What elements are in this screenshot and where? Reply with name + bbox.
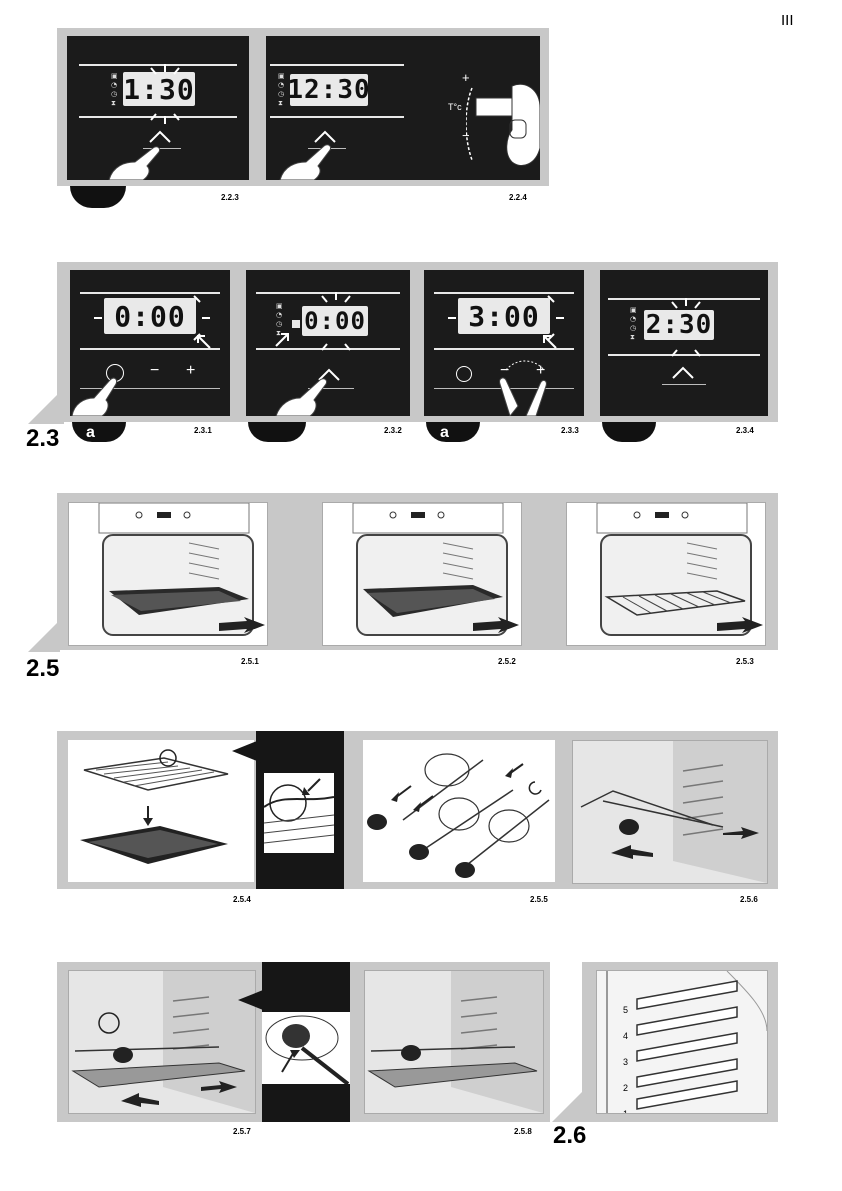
- section-number-2-3: 2.3: [26, 425, 59, 453]
- caption-2-3-4: 2.3.4: [736, 426, 754, 435]
- shelf-level-4: 4: [623, 1023, 628, 1049]
- pointer-arrow-icon: [274, 330, 292, 348]
- caption-2-3-3: 2.3.3: [561, 426, 579, 435]
- finger-icon: [274, 376, 338, 416]
- detail-zoom: [262, 1012, 350, 1084]
- figure-2-3-2: ▣◔◷⧗ 0:00: [246, 270, 410, 416]
- blink-rays-icon: [94, 292, 210, 346]
- lcd-display: 12:30: [290, 74, 368, 106]
- mode-icons: ▣◔◷⧗: [630, 306, 637, 342]
- plus-button[interactable]: +: [186, 362, 195, 380]
- up-arrow-icon[interactable]: [670, 364, 696, 380]
- caption-2-2-4: 2.2.4: [509, 193, 527, 202]
- rim-detail-illustration: [264, 773, 334, 853]
- up-arrow-icon[interactable]: [147, 128, 173, 144]
- rotisserie-fixed-illustration: [365, 971, 543, 1113]
- minus-button[interactable]: −: [150, 362, 159, 380]
- figure-2-5-3: [566, 502, 766, 646]
- caption-2-3-1: 2.3.1: [194, 426, 212, 435]
- panel-line: [270, 116, 404, 118]
- caption-2-3-2: 2.3.2: [384, 426, 402, 435]
- oven-wire-shelf-insert-illustration: [567, 503, 765, 645]
- section-corner-icon: [28, 388, 64, 424]
- button-line: [662, 384, 706, 385]
- callout-pointer-icon: [232, 739, 262, 763]
- detail-zoom: [264, 773, 334, 853]
- figure-2-2-4: ▣◔◷⧗ 12:30 + − T°c: [266, 36, 540, 180]
- tab-label: a: [440, 424, 449, 442]
- figure-2-5-2: [322, 502, 522, 646]
- figure-2-5-4: [68, 740, 254, 882]
- oven-deep-tray-insert-illustration: [323, 503, 521, 645]
- tab-indicator: [70, 186, 126, 208]
- handle-detail-illustration: [262, 1012, 350, 1084]
- figure-2-5-8: [364, 970, 544, 1114]
- finger-icon: [278, 142, 338, 180]
- figure-2-3-4: ▣◔◷⧗ 2:30: [600, 270, 768, 416]
- two-fingers-icon: [496, 370, 556, 416]
- caption-2-5-4: 2.5.4: [233, 895, 251, 904]
- mode-icons: ▣◔◷⧗: [111, 72, 118, 108]
- panel-line: [270, 64, 404, 66]
- figure-2-5-4-detail: [256, 731, 344, 889]
- callout-pointer-icon: [238, 988, 268, 1012]
- caption-2-5-1: 2.5.1: [241, 657, 259, 666]
- figure-2-2-3: ▣◔◷⧗ 1:30: [67, 36, 249, 180]
- pointer-arrow-icon: [540, 332, 558, 350]
- section-number-2-5: 2.5: [26, 655, 59, 683]
- figure-2-5-7-detail: [262, 962, 350, 1122]
- shelf-level-1: 1: [623, 1101, 628, 1114]
- figure-2-5-6: [572, 740, 768, 884]
- caption-2-5-2: 2.5.2: [498, 657, 516, 666]
- tab-indicator: [602, 422, 656, 442]
- blink-rays-icon: [666, 298, 706, 360]
- section-corner-icon: [552, 1090, 584, 1122]
- grid-on-tray-illustration: [68, 740, 254, 882]
- tab-label: a: [86, 424, 95, 442]
- caption-2-5-7: 2.5.7: [233, 1127, 251, 1136]
- temperature-knob-icon[interactable]: [466, 78, 540, 178]
- rotisserie-chickens-illustration: [363, 740, 555, 882]
- tab-indicator: [72, 422, 126, 442]
- figure-2-5-7: [68, 970, 256, 1114]
- page-number: III: [781, 12, 794, 29]
- figure-2-5-5: [363, 740, 555, 882]
- caption-2-5-6: 2.5.6: [740, 895, 758, 904]
- timer-button-icon[interactable]: [456, 366, 472, 382]
- figure-2-3-1: 0:00 − +: [70, 270, 230, 416]
- shelf-level-5: 5: [623, 997, 628, 1023]
- hourglass-highlight: [292, 320, 300, 328]
- shelf-level-2: 2: [623, 1075, 628, 1101]
- shelf-level-3: 3: [623, 1049, 628, 1075]
- shelf-level-labels: 5 4 3 2 1: [623, 997, 628, 1114]
- tab-indicator: [426, 422, 480, 442]
- finger-icon: [70, 374, 130, 416]
- oven-tray-insert-illustration: [69, 503, 267, 645]
- caption-2-5-5: 2.5.5: [530, 895, 548, 904]
- caption-2-2-3: 2.2.3: [221, 193, 239, 202]
- section-corner-icon: [28, 620, 60, 652]
- tab-indicator: [248, 422, 306, 442]
- finger-icon: [107, 144, 167, 180]
- pointer-arrow-icon: [194, 332, 212, 350]
- dial-temperature-label: T°c: [448, 102, 462, 112]
- section-number-2-6: 2.6: [553, 1122, 586, 1150]
- figure-2-5-1: [68, 502, 268, 646]
- figure-2-3-3: 3:00 − +: [424, 270, 584, 416]
- blink-rays-icon: [316, 292, 356, 354]
- blink-rays-icon: [145, 64, 185, 124]
- caption-2-5-3: 2.5.3: [736, 657, 754, 666]
- caption-2-5-8: 2.5.8: [514, 1127, 532, 1136]
- rotisserie-with-tray-illustration: [69, 971, 255, 1113]
- rotisserie-in-oven-illustration: [573, 741, 767, 883]
- mode-icons: ▣◔◷⧗: [278, 72, 285, 108]
- figure-2-6: 5 4 3 2 1: [596, 970, 768, 1114]
